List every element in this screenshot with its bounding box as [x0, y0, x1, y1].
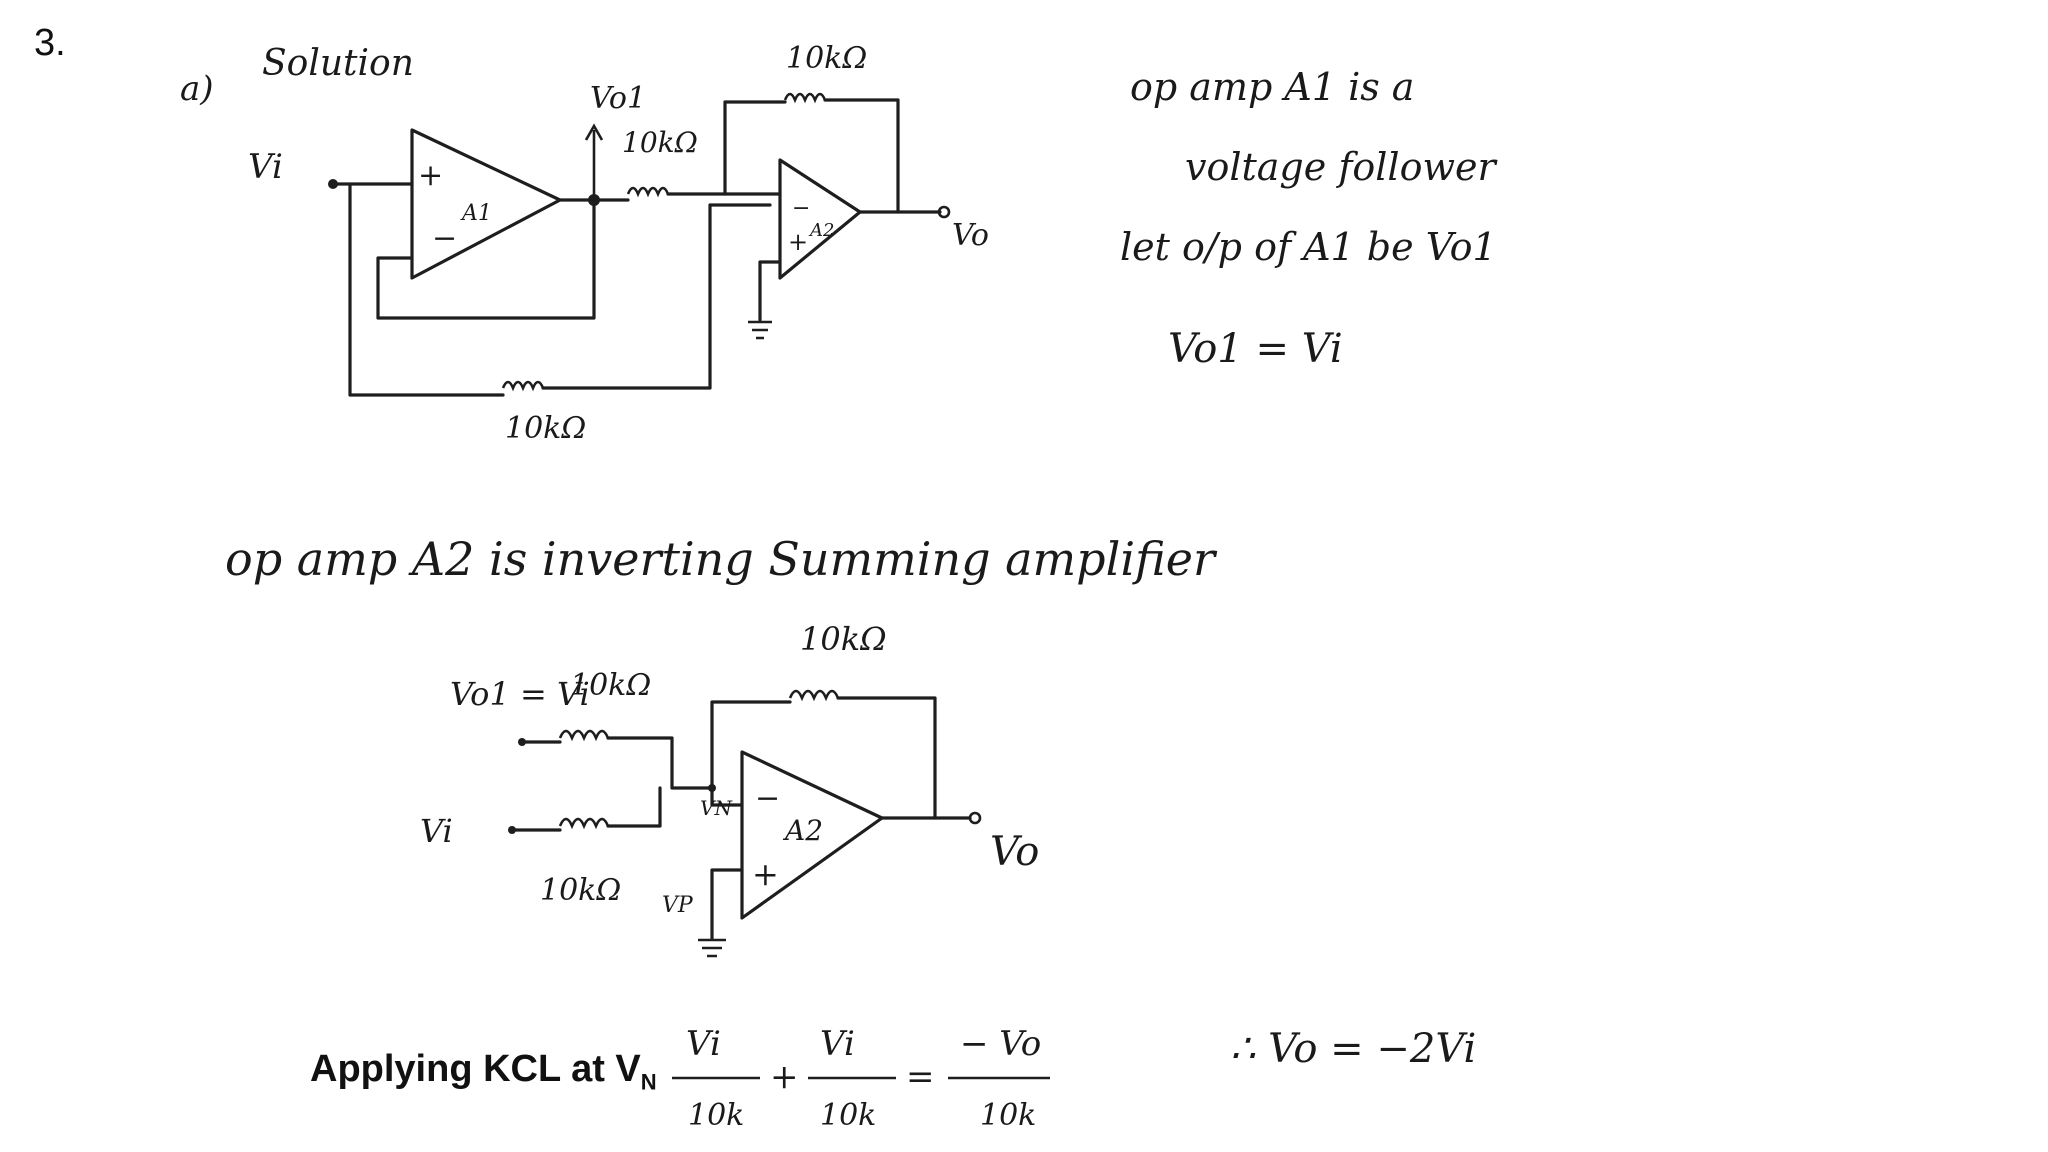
c1-bottom-left-wire	[348, 182, 505, 397]
c1-output-terminal	[937, 205, 951, 219]
c1-feedback-wire-left	[723, 100, 787, 196]
c2-r2-label: 10kΩ	[540, 873, 621, 908]
c2-ground-symbol	[698, 938, 726, 958]
c2-r2-wire	[606, 786, 662, 828]
kcl-caption-subscript: N	[640, 1069, 657, 1095]
c2-input2-label: Vi	[420, 812, 453, 850]
term2-denominator: 10k	[820, 1098, 876, 1133]
circuit-1: Vi + − A1 10kΩ Vo1 10kΩ 10kΩ − +	[248, 41, 989, 446]
a2-name: A2	[808, 220, 834, 241]
a1-name: A1	[460, 201, 492, 226]
note-line-1: op amp A1 is a	[1130, 65, 1414, 109]
result: ∴ Vo = −2Vi	[1230, 1026, 1476, 1072]
a2-minus-sign: −	[792, 196, 810, 221]
c2-r1-wire	[606, 736, 714, 790]
c2-r2-resistor	[558, 817, 610, 830]
note-line-3: let o/p of A1 be Vo1	[1120, 225, 1497, 269]
c1-feedback-wire-right	[823, 98, 900, 214]
equals-sign: =	[906, 1057, 935, 1097]
c2-vp-label: VP	[662, 893, 694, 918]
kcl-caption: Applying KCL at VN	[310, 1048, 657, 1096]
c2-minus-input-wire	[710, 786, 744, 807]
c2-opamp-name: A2	[782, 814, 823, 847]
term2-numerator: Vi	[820, 1024, 855, 1064]
c1-bottom-resistor	[501, 380, 545, 392]
c2-opamp-symbol	[740, 750, 884, 920]
a1-minus-sign: −	[432, 221, 457, 256]
vo1-label: Vo1	[590, 81, 646, 116]
opamp-a1-symbol	[410, 128, 562, 280]
kcl-equation: Vi 10k + Vi 10k = − Vo 10k ∴ Vo = −2Vi	[672, 1024, 1476, 1133]
c2-rf-resistor	[788, 689, 840, 702]
a2-plus-sign: +	[788, 228, 808, 256]
rhs-denominator: 10k	[980, 1098, 1036, 1133]
a1-feedback-wire	[376, 198, 596, 320]
note-line-2: voltage follower	[1185, 145, 1498, 189]
c2-minus-sign: −	[755, 781, 780, 816]
question-number: 3.	[34, 22, 66, 64]
c1-series-resistor-label: 10kΩ	[622, 126, 698, 159]
term1-numerator: Vi	[686, 1024, 721, 1064]
c1-bottom-right-wire	[541, 203, 772, 390]
kcl-caption-text: Applying KCL at V	[310, 1048, 641, 1090]
c2-plus-sign: +	[752, 855, 779, 893]
c1-bottom-resistor-label: 10kΩ	[505, 411, 586, 446]
c2-input1-label: Vo1 = Vi	[450, 675, 590, 713]
c1-input-label: Vi	[248, 147, 283, 187]
rhs-numerator: − Vo	[960, 1024, 1041, 1064]
c2-r1-resistor	[558, 729, 610, 742]
c2-output-label: Vo	[990, 829, 1039, 875]
c2-feedback-wire-left	[710, 700, 792, 790]
c1-feedback-resistor	[783, 92, 827, 104]
opamp-a2-symbol	[778, 158, 862, 280]
note-line-4: Vo1 = Vi	[1168, 326, 1343, 372]
circuit-2: Vo1 = Vi 10kΩ Vi 10kΩ 10kΩ − + A2 VN VP …	[420, 620, 1039, 958]
summing-amplifier-statement: op amp A2 is inverting Summing amplifier	[225, 532, 1218, 586]
c2-feedback-wire-right	[836, 696, 937, 820]
solution-heading: Solution	[262, 43, 414, 84]
c1-series-resistor	[626, 186, 670, 198]
side-notes: op amp A1 is a voltage follower let o/p …	[1120, 65, 1498, 372]
c2-vn-label: VN	[700, 796, 733, 820]
plus-sign: +	[770, 1057, 799, 1097]
vo1-arrow	[584, 123, 604, 195]
c1-ground-symbol	[748, 320, 772, 340]
c1-output-label: Vo	[952, 218, 989, 253]
a1-plus-sign: +	[418, 158, 443, 193]
c2-output-terminal	[968, 811, 982, 825]
c2-ground-wire	[710, 868, 744, 940]
c1-feedback-resistor-label: 10kΩ	[786, 41, 867, 76]
c2-r1-label: 10kΩ	[570, 668, 651, 703]
c2-rf-label: 10kΩ	[800, 620, 887, 658]
term1-denominator: 10k	[688, 1098, 744, 1133]
part-marker: a)	[180, 69, 214, 109]
a2-ground-wire	[758, 260, 782, 322]
